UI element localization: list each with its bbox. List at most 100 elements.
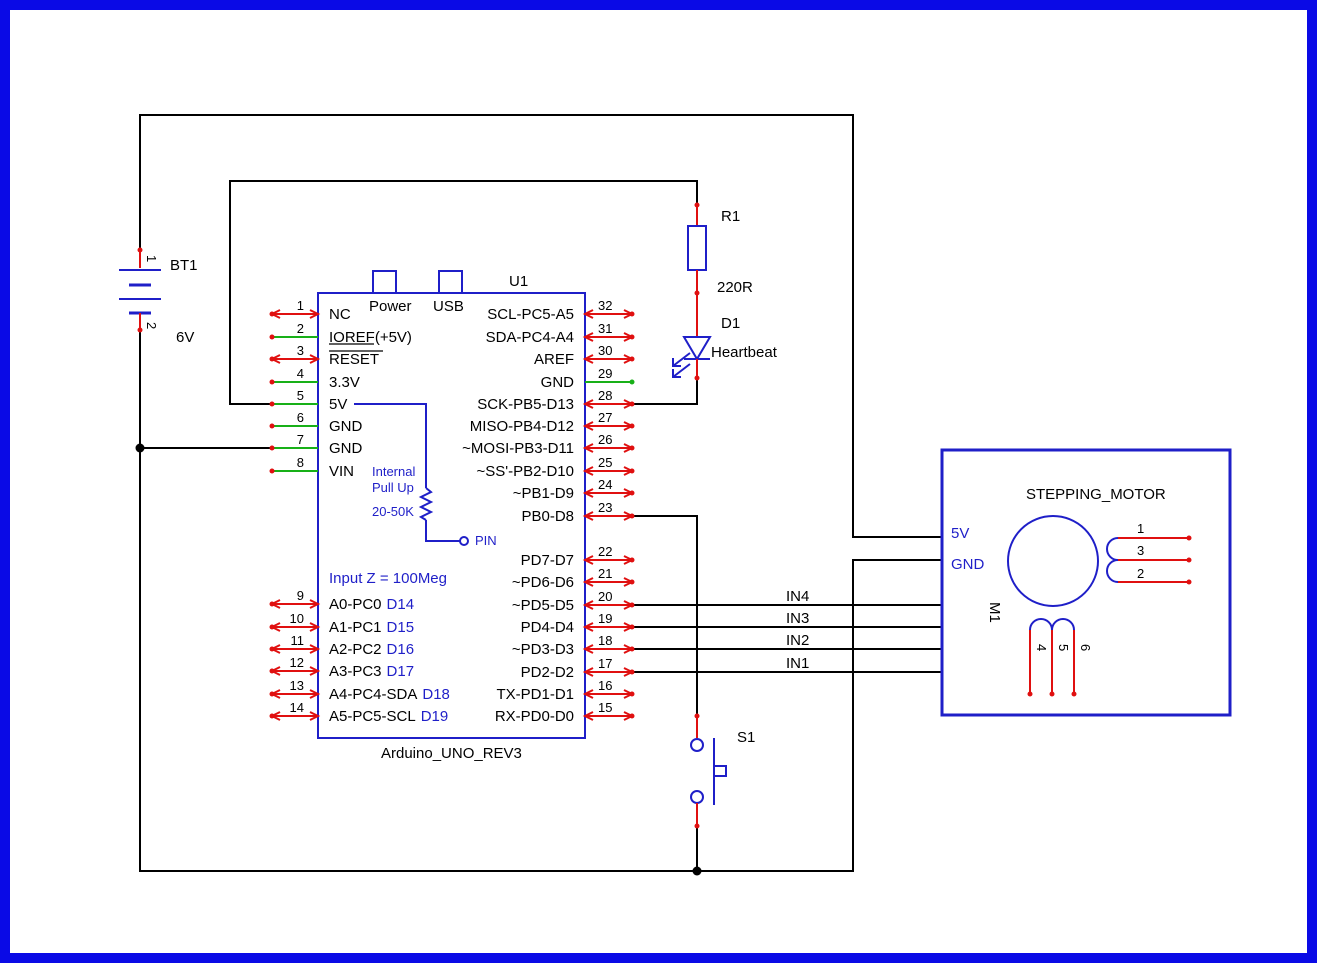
pin-label: AREF xyxy=(534,351,574,368)
u1-pin-26[interactable]: 26~MOSI-PB3-D11 xyxy=(462,432,635,457)
pin-number: 2 xyxy=(297,321,304,336)
pin-digital-alias: D16 xyxy=(387,641,415,658)
m1-pin-6: 6 xyxy=(1078,644,1093,651)
u1-pin-21[interactable]: 21 ~PD6-D6 xyxy=(512,566,635,591)
pin-label: MISO-PB4-D12 xyxy=(470,418,574,435)
switch-s1[interactable]: S1 xyxy=(690,713,755,829)
m1-pin-2: 2 xyxy=(1137,566,1144,581)
pin-label: ~SS'-PB2-D10 xyxy=(477,463,575,480)
pin-label: RESET xyxy=(329,351,379,368)
pin-label: 5V xyxy=(329,396,347,413)
pin-number: 9 xyxy=(297,588,304,603)
pin-number: 25 xyxy=(598,455,612,470)
pin-number: 21 xyxy=(598,566,612,581)
bt1-value: 6V xyxy=(176,329,194,346)
pin-label: GND xyxy=(329,440,363,457)
r1-ref: R1 xyxy=(721,208,740,225)
bt1-pin-1: 1 xyxy=(144,255,159,262)
pin-number: 6 xyxy=(297,410,304,425)
arduino-u1[interactable]: Power USB U1 Arduino_UNO_REV3 1NC2IOREF(… xyxy=(269,270,635,762)
bt1-ref: BT1 xyxy=(170,257,198,274)
pin-number: 30 xyxy=(598,343,612,358)
m1-pin-1: 1 xyxy=(1137,521,1144,536)
pin-number: 11 xyxy=(291,633,305,648)
pin-number: 4 xyxy=(297,366,304,381)
pin-label: IOREF(+5V) xyxy=(329,329,412,346)
pin-number: 7 xyxy=(297,432,304,447)
net-label-in1: IN1 xyxy=(786,655,809,672)
led-d1[interactable]: D1 Heartbeat xyxy=(672,293,778,381)
coil-a-icon xyxy=(1106,535,1192,585)
m1-ref: M1 xyxy=(986,602,1003,623)
pin-number: 17 xyxy=(598,656,612,671)
pin-number: 19 xyxy=(598,611,612,626)
u1-pin-24[interactable]: 24 ~PB1-D9 xyxy=(513,477,635,502)
u1-pin-18[interactable]: 18~PD3-D3 xyxy=(512,633,635,658)
resistor-r1[interactable]: R1 220R xyxy=(687,202,753,297)
pin-number: 26 xyxy=(598,432,612,447)
d1-ref: D1 xyxy=(721,315,740,332)
u1-power-label: Power xyxy=(369,298,412,315)
pin-number: 27 xyxy=(598,410,612,425)
pin-label: ~PB1-D9 xyxy=(513,485,574,502)
u1-left-pins: 1NC2IOREF(+5V)3RESET43.3V55V6GND7GND8VIN… xyxy=(269,298,450,725)
pin-digital-alias: D17 xyxy=(387,663,415,680)
pin-number: 22 xyxy=(598,544,612,559)
motor-rotor-icon xyxy=(1007,515,1099,607)
pin-number: 18 xyxy=(598,633,612,648)
stepping-motor-m1[interactable]: STEPPING_MOTOR 5V GND M1 1 3 2 4 xyxy=(940,448,1232,717)
m1-5v-label: 5V xyxy=(951,525,969,542)
u1-pin-1[interactable]: 1NC xyxy=(269,298,351,323)
pin-number: 16 xyxy=(598,678,612,693)
pin-label: PD7-D7 xyxy=(521,552,574,569)
pin-number: 31 xyxy=(598,321,612,336)
pin-digital-alias: D15 xyxy=(387,619,415,636)
m1-name: STEPPING_MOTOR xyxy=(1026,486,1166,503)
u1-pin-25[interactable]: 25 ~SS'-PB2-D10 xyxy=(477,455,635,480)
u1-pin-20[interactable]: 20~PD5-D5 xyxy=(512,589,635,614)
pin-label: TX-PD1-D1 xyxy=(496,686,574,703)
input-impedance: Input Z = 100Meg xyxy=(329,570,447,587)
net-label-in2: IN2 xyxy=(786,632,809,649)
pin-label: PIN xyxy=(475,533,497,548)
pin-label: SCL-PC5-A5 xyxy=(487,306,574,323)
bt1-pin-2: 2 xyxy=(144,322,159,329)
internal-label: Internal xyxy=(372,464,415,479)
u1-pin-4[interactable]: 43.3V xyxy=(269,366,360,391)
u1-pin-5[interactable]: 55V xyxy=(269,388,348,413)
battery-bt1[interactable]: 1 2 BT1 6V xyxy=(119,247,198,347)
pin-digital-alias: D14 xyxy=(387,596,415,613)
pin-number: 24 xyxy=(598,477,612,492)
u1-ref: U1 xyxy=(509,273,528,290)
pin-label: ~PD6-D6 xyxy=(512,574,574,591)
pin-label: RX-PD0-D0 xyxy=(495,708,574,725)
pin-label: PD4-D4 xyxy=(521,619,574,636)
s1-ref: S1 xyxy=(737,729,755,746)
pin-number: 14 xyxy=(290,700,304,715)
